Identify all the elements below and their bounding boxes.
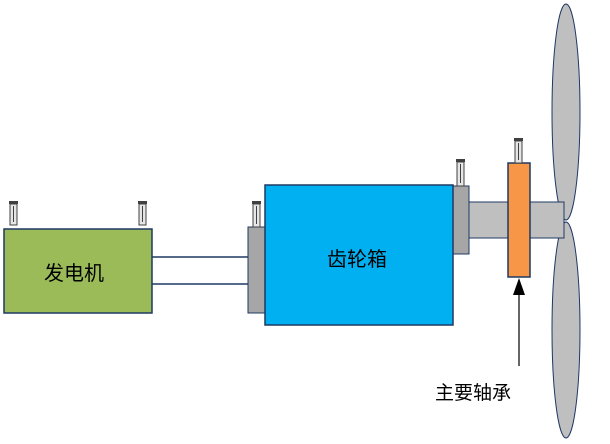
sensor-gearbox-output	[456, 159, 465, 187]
lower-blade	[551, 221, 581, 439]
sensor-gearbox-input	[252, 201, 261, 228]
gearbox-output-coupling	[452, 185, 470, 255]
sensor-generator-right	[138, 201, 147, 226]
generator-box	[3, 228, 153, 314]
gearbox-label: 齿轮箱	[327, 247, 387, 271]
bearing-pointer-arrowhead	[513, 278, 525, 295]
main-bearing-label: 主要轴承	[435, 382, 512, 404]
sensor-generator-left	[9, 201, 18, 226]
generator-label: 发电机	[44, 261, 104, 285]
gearbox-input-coupling	[247, 226, 266, 314]
upper-blade	[551, 3, 581, 221]
gearbox-box	[264, 184, 454, 326]
sensor-main-bearing	[514, 138, 523, 164]
main-bearing-box	[507, 162, 531, 278]
